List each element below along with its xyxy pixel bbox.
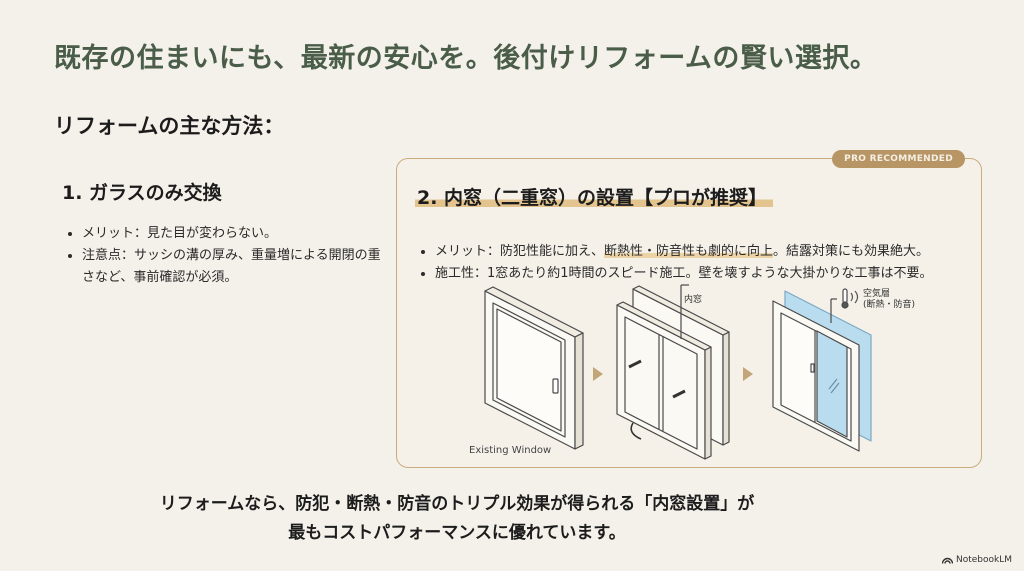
method1-title: 1. ガラスのみ交換 <box>62 182 222 204</box>
method1-bullet-merit: メリット：見た目が変わらない。 <box>62 223 382 245</box>
window-illustrations-icon <box>484 284 872 460</box>
air-layer-label: 空気層 (断熱・防音) <box>863 289 916 310</box>
method2-bullets: メリット：防犯性能に加え、断熱性・防音性も劇的に向上。結露対策にも効果絶大。 施… <box>415 241 975 285</box>
method2-bullet-workability: 施工性：1窓あたり約1時間のスピード施工。壁を壊すような大掛かりな工事は不要。 <box>415 263 975 285</box>
section-heading: リフォームの主な方法： <box>54 114 285 138</box>
notebooklm-brand: NotebookLM <box>941 555 1012 565</box>
existing-window-caption: Existing Window <box>469 445 552 456</box>
method-glass-replacement: 1. ガラスのみ交換 メリット：見た目が変わらない。 注意点：サッシの溝の厚み、… <box>62 178 382 289</box>
pro-recommended-badge: PRO RECOMMENDED <box>832 150 965 168</box>
arrow-right-icon <box>593 367 603 381</box>
slide-title: 既存の住まいにも、最新の安心を。後付けリフォームの賢い選択。 <box>54 43 878 74</box>
method2-title: 2. 内窓（二重窓）の設置【プロが推奨】 <box>415 183 774 210</box>
arrow-right-icon-2 <box>743 367 753 381</box>
method-inner-window-card: PRO RECOMMENDED 2. 内窓（二重窓）の設置【プロが推奨】 メリッ… <box>396 150 983 469</box>
highlight-text: 断熱性・防音性も劇的に向上 <box>604 244 774 259</box>
notebooklm-logo-icon <box>941 557 953 564</box>
conclusion-line-1: リフォームなら、防犯・断熱・防音のトリプル効果が得られる「内窓設置」が <box>159 494 755 514</box>
installation-diagram: Existing Window 内窓 空気層 (断熱・防音) <box>397 279 983 469</box>
method1-bullet-caution: 注意点：サッシの溝の厚み、重量増による開閉の重さなど、事前確認が必須。 <box>62 245 382 289</box>
method1-bullets: メリット：見た目が変わらない。 注意点：サッシの溝の厚み、重量増による開閉の重さ… <box>62 223 382 289</box>
inner-window-icon <box>616 284 730 460</box>
completed-window-icon <box>772 288 872 452</box>
conclusion-line-2: 最もコストパフォーマンスに優れています。 <box>288 523 626 543</box>
method2-bullet-merit: メリット：防犯性能に加え、断熱性・防音性も劇的に向上。結露対策にも効果絶大。 <box>415 241 975 263</box>
existing-window-icon <box>484 286 584 450</box>
inner-window-label: 内窓 <box>684 295 703 305</box>
conclusion-text: リフォームなら、防犯・断熱・防音のトリプル効果が得られる「内窓設置」が 最もコス… <box>0 490 1024 548</box>
